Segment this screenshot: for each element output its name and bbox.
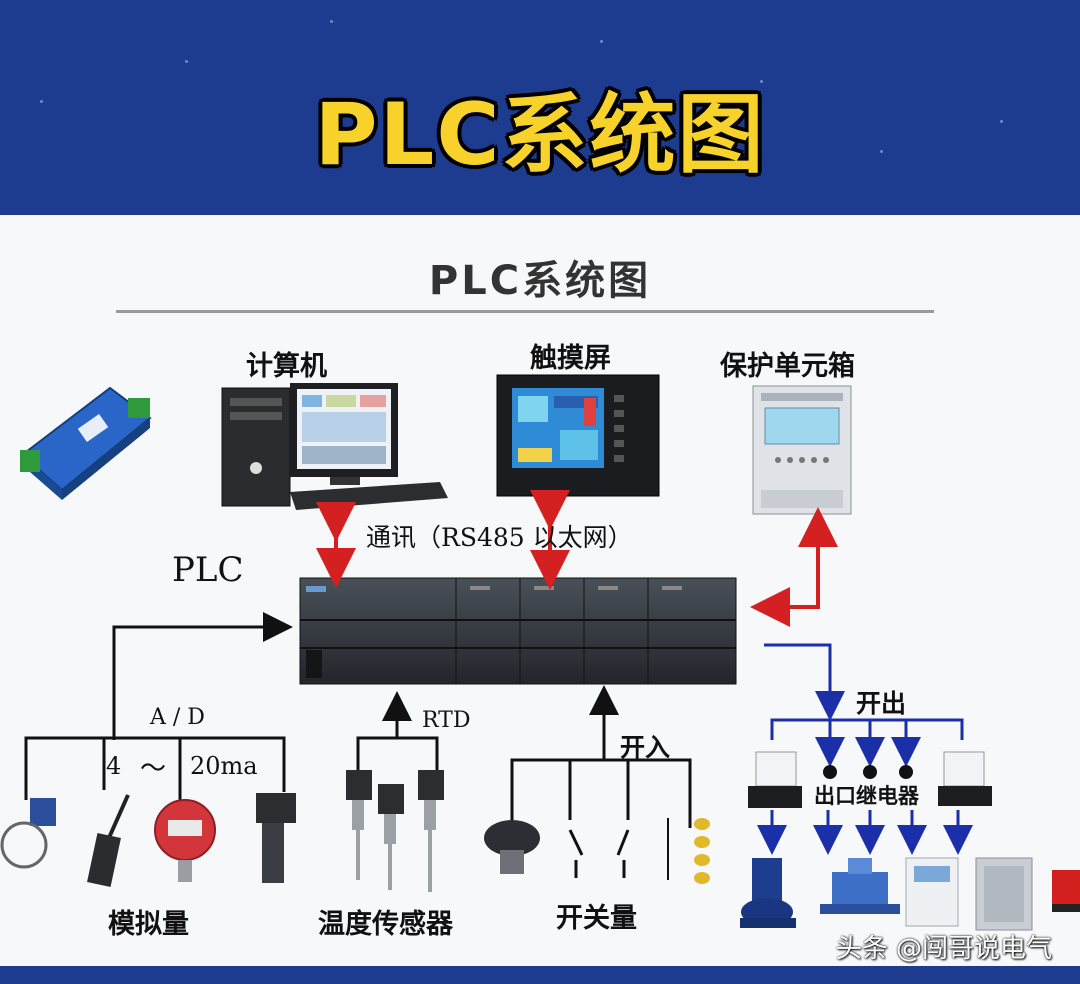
proximity-sensor-icon [87, 794, 130, 887]
switch-out-label: 开出 [856, 689, 907, 718]
switch-in-label: 开入 [620, 733, 671, 762]
analog-input-line [112, 612, 293, 740]
indicator-light-icon [1052, 870, 1080, 912]
relay-right-icon [938, 751, 992, 806]
banner-title: PLC系统图 [314, 85, 766, 185]
rtd-sensor-3-icon [418, 770, 444, 892]
plc-rack-icon [299, 577, 737, 685]
diagram-title: PLC系统图 [428, 258, 652, 304]
pressure-gauge-icon [154, 799, 216, 882]
analog-label: 模拟量 [108, 909, 189, 940]
comm-arrow-protection [750, 530, 820, 627]
header-banner [0, 0, 1080, 215]
analog-bus [24, 736, 286, 800]
touchscreen-icon [496, 374, 660, 497]
title-divider [116, 310, 934, 313]
range-low-label: 4 [106, 752, 122, 780]
footer-bar [0, 966, 1080, 984]
output-bus [770, 718, 964, 740]
protection-box-label: 保护单元箱 [720, 351, 855, 382]
computer-label: 计算机 [246, 351, 327, 382]
temp-sensor-label: 温度传感器 [318, 909, 453, 940]
plc-label: PLC [172, 550, 244, 590]
comm-label: 通讯（RS485 以太网） [366, 523, 633, 552]
rtd-sensor-2-icon [378, 784, 404, 890]
level-gauge-icon [0, 798, 56, 869]
ad-label: A / D [150, 705, 205, 730]
computer-icon [221, 383, 448, 510]
range-tilde-label: ～ [140, 754, 167, 784]
touchscreen-label: 触摸屏 [530, 343, 611, 374]
converter-module-icon [20, 386, 152, 500]
rtd-bus [356, 736, 439, 770]
limit-switch-icon [484, 820, 540, 874]
range-high-label: 20ma [190, 752, 258, 780]
pressure-transmitter-icon [256, 793, 296, 883]
meter-box-icon [905, 857, 959, 927]
switch-output-line [764, 643, 845, 721]
contact-terminals-icon [667, 818, 710, 884]
relay-label: 出口继电器 [814, 783, 919, 808]
pump-icon [740, 858, 796, 928]
relay-left-icon [748, 751, 802, 808]
switch-input-bus [510, 758, 692, 845]
protection-box-icon [752, 385, 852, 515]
cabinet-icon [975, 857, 1033, 931]
motor-valve-icon [820, 858, 900, 914]
switch-qty-label: 开关量 [556, 903, 637, 934]
rtd-label: RTD [422, 708, 471, 733]
rtd-sensor-1-icon [346, 770, 372, 880]
watermark: 头条 @闯哥说电气 [835, 934, 1052, 964]
